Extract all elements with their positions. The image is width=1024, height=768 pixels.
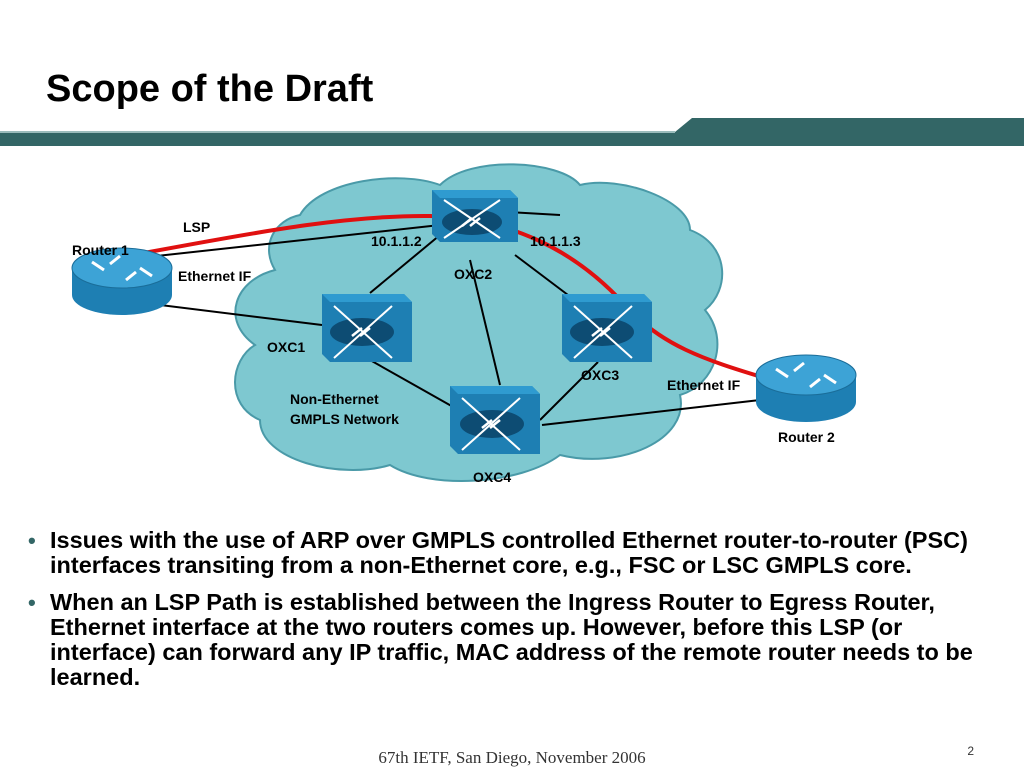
title-bar	[0, 118, 1024, 146]
gmpls-cloud	[234, 163, 724, 483]
bullet-text: Issues with the use of ARP over GMPLS co…	[50, 527, 968, 578]
oxc3-switch-icon	[562, 294, 652, 362]
oxc1-label: OXC1	[267, 339, 305, 355]
bullet-icon: •	[28, 528, 36, 553]
network-diagram: LSP Router 1 Ethernet IF 10.1.1.2 10.1.1…	[71, 163, 857, 485]
network-label-line2: GMPLS Network	[290, 411, 399, 427]
router2-icon	[755, 354, 857, 422]
oxc4-label: OXC4	[473, 469, 511, 485]
ip-left-label: 10.1.1.2	[371, 233, 422, 249]
ip-right-label: 10.1.1.3	[530, 233, 581, 249]
slide-footer: 67th IETF, San Diego, November 2006	[378, 748, 646, 767]
oxc3-label: OXC3	[581, 367, 619, 383]
bullet-text: When an LSP Path is established between …	[50, 589, 973, 690]
router2-label: Router 2	[778, 429, 835, 445]
network-label-line1: Non-Ethernet	[290, 391, 379, 407]
bullet-item: • When an LSP Path is established betwee…	[28, 590, 1003, 690]
router1-label: Router 1	[72, 242, 129, 258]
oxc2-label: OXC2	[454, 266, 492, 282]
bullet-icon: •	[28, 590, 36, 615]
bullet-list: • Issues with the use of ARP over GMPLS …	[28, 528, 1003, 702]
oxc4-switch-icon	[450, 386, 540, 454]
oxc1-switch-icon	[322, 294, 412, 362]
bullet-item: • Issues with the use of ARP over GMPLS …	[28, 528, 1003, 578]
ethernet-if-left-label: Ethernet IF	[178, 268, 252, 284]
lsp-label: LSP	[183, 219, 210, 235]
router1-icon	[71, 247, 173, 315]
page-number: 2	[967, 744, 974, 758]
slide-title: Scope of the Draft	[46, 68, 374, 110]
oxc2-switch-icon	[432, 190, 518, 242]
ethernet-if-right-label: Ethernet IF	[667, 377, 741, 393]
